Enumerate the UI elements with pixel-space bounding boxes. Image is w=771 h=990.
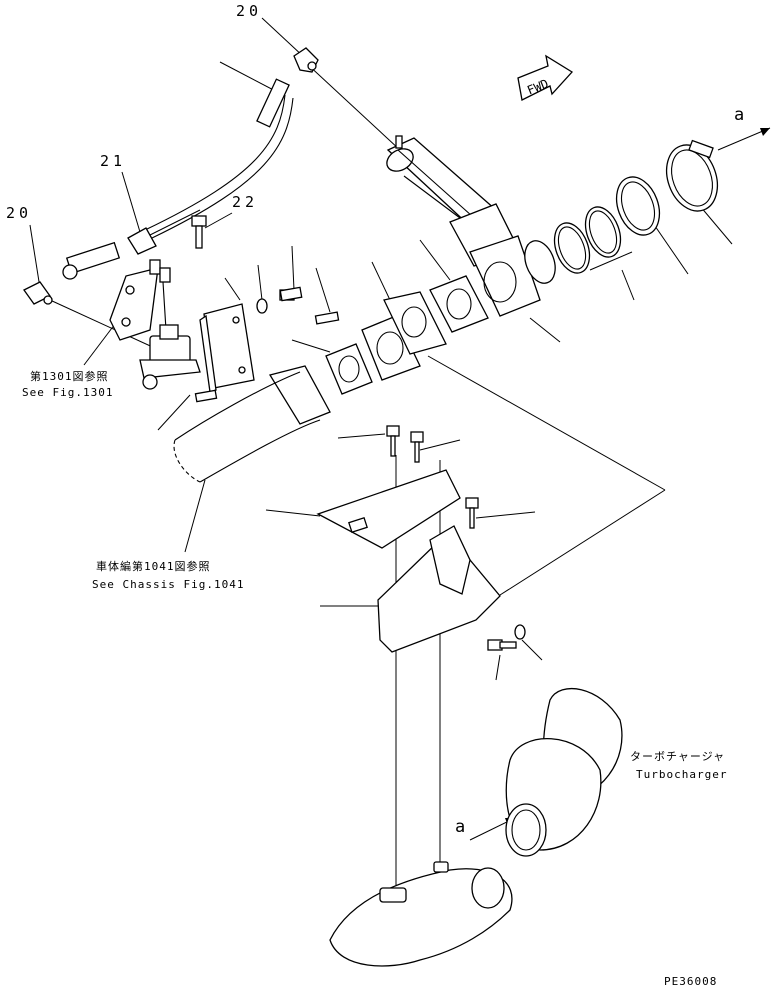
- gasket-1: [325, 343, 373, 395]
- valve-body: [469, 235, 556, 317]
- drawing-code: PE36008: [664, 975, 717, 988]
- adapter-ring: [615, 176, 661, 236]
- support-bracket: [316, 469, 501, 653]
- flange-adapter: [361, 291, 447, 381]
- seal-ring-1: [553, 222, 591, 274]
- mounting-plate: [199, 303, 255, 393]
- arrow-a-top-icon: [717, 127, 771, 151]
- callout-21: 21: [100, 152, 126, 170]
- ref-fig1301-en: See Fig.1301: [22, 386, 113, 399]
- leader-lines: [29, 17, 733, 900]
- fwd-arrow-icon: FWD: [517, 54, 574, 101]
- turbocharger: [505, 687, 623, 857]
- marker-a-bottom: a: [455, 817, 465, 837]
- ref-turbo-jp: ターボチャージャ: [630, 750, 725, 763]
- valve-assembly: [109, 259, 201, 390]
- marker-a-top: a: [734, 105, 744, 125]
- small-bolts: [194, 286, 340, 403]
- gasket-2: [429, 275, 489, 333]
- bolt-22: [191, 215, 207, 249]
- callout-20-left: 20: [6, 204, 32, 222]
- union-bolt-fitting: [23, 227, 157, 305]
- seal-ring-2: [584, 206, 622, 258]
- ref-turbo-en: Turbocharger: [636, 768, 727, 781]
- exhaust-manifold: [329, 861, 513, 967]
- bracket-bolts: [386, 425, 526, 651]
- ref-fig1301-jp: 第1301図参照: [30, 369, 109, 383]
- elbow-fitting-top: [293, 47, 319, 73]
- callout-20-top: 20: [236, 2, 262, 20]
- ref-chassis-en: See Chassis Fig.1041: [92, 578, 244, 591]
- exhaust-pipe: [173, 365, 331, 483]
- v-band-clamp: [665, 139, 719, 212]
- ref-chassis-jp: 車体編第1041図参照: [96, 559, 211, 573]
- hose: [144, 78, 294, 239]
- callout-22: 22: [232, 193, 258, 211]
